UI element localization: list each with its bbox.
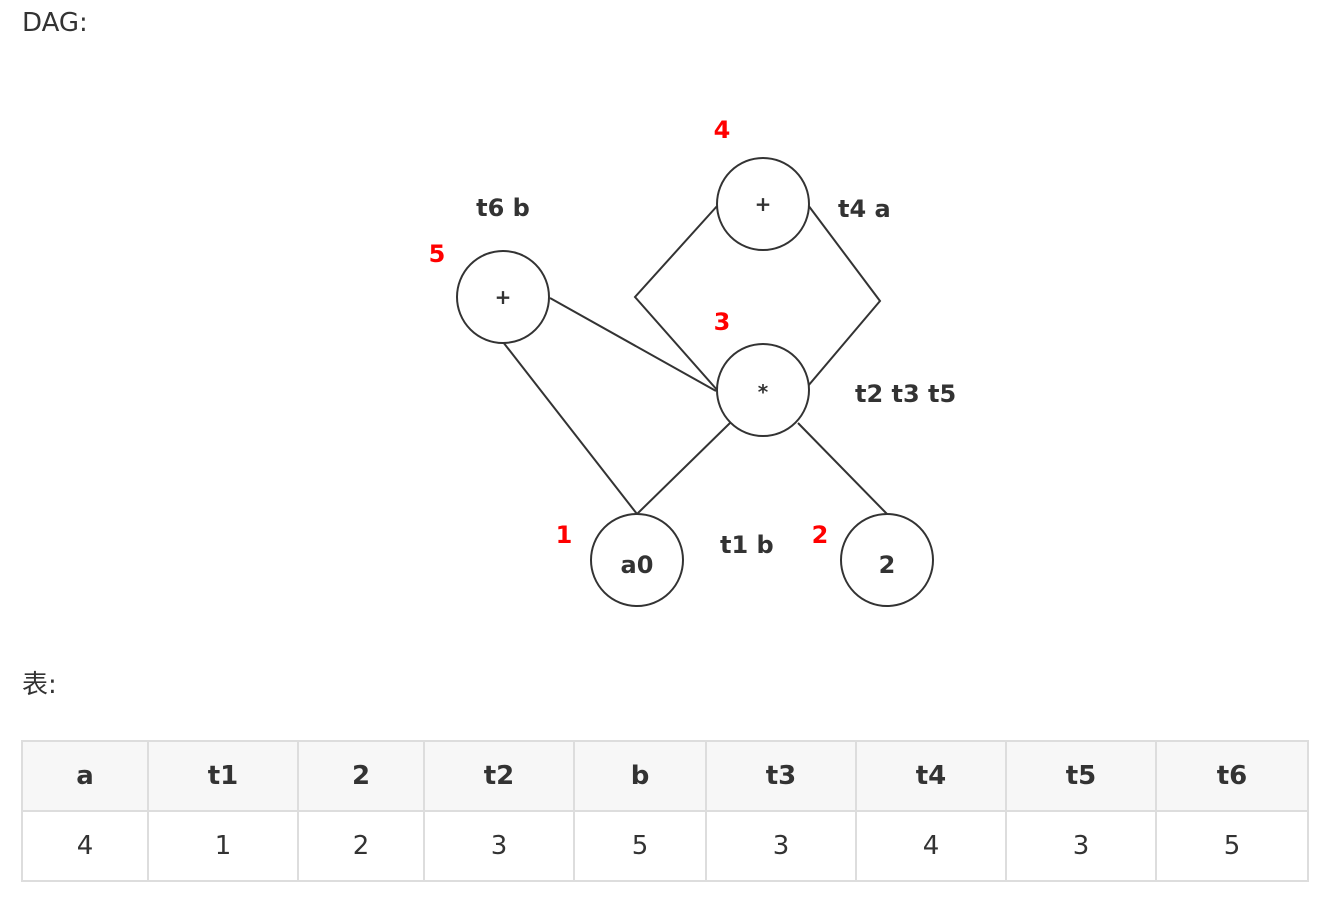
table-header-cell: b [573, 740, 707, 812]
edge-mult-to-a0 [636, 422, 731, 515]
dag-node-mult: * 3 t2 t3 t5 [714, 308, 956, 437]
node-number: 5 [429, 240, 446, 268]
dag-node-a0: a0 1 t1 b [556, 513, 774, 607]
table-heading: 表: [22, 670, 57, 700]
dag-node-2: 2 2 [812, 513, 934, 607]
dag-node-plus-top: + 4 t4 a [714, 116, 891, 251]
edge-plus-top-to-mult-right [807, 204, 882, 387]
table-header-cell: t6 [1155, 740, 1309, 812]
edge-mult-to-2 [797, 422, 888, 515]
node-table-wrapper: a t1 2 t2 b t3 t4 t5 t6 4 1 2 3 5 3 4 3 [21, 740, 1309, 882]
node-number: 3 [714, 308, 731, 336]
edge-plus-left-to-a0 [502, 341, 638, 515]
table-cell: 3 [1005, 810, 1157, 882]
node-symbol: + [495, 285, 512, 309]
table-cell: 4 [855, 810, 1007, 882]
table-header-row: a t1 2 t2 b t3 t4 t5 t6 [21, 740, 1309, 812]
edge-plus-left-to-mult [549, 297, 717, 392]
node-symbol: a0 [621, 551, 654, 579]
node-circle [716, 157, 810, 251]
table-header-cell: t4 [855, 740, 1007, 812]
node-symbol: + [755, 192, 772, 216]
table-header-cell: t3 [705, 740, 857, 812]
table-header-cell: t1 [147, 740, 299, 812]
node-circle [716, 343, 810, 437]
node-vars: t6 b [476, 194, 530, 222]
table-cell: 4 [21, 810, 149, 882]
table-header-cell: t2 [423, 740, 575, 812]
table-cell: 3 [423, 810, 575, 882]
table-header-cell: t5 [1005, 740, 1157, 812]
node-number: 2 [812, 521, 829, 549]
node-circle [590, 513, 684, 607]
node-number: 1 [556, 521, 573, 549]
table-header-cell: a [21, 740, 149, 812]
table-cell: 3 [705, 810, 857, 882]
dag-node-plus-left: + 5 t6 b [429, 194, 550, 344]
table-header-cell: 2 [297, 740, 425, 812]
node-table: a t1 2 t2 b t3 t4 t5 t6 4 1 2 3 5 3 4 3 [21, 740, 1309, 882]
table-row: 4 1 2 3 5 3 4 3 5 [21, 810, 1309, 882]
node-vars: t4 a [838, 195, 891, 223]
dag-heading: DAG: [22, 8, 88, 38]
table-cell: 5 [1155, 810, 1309, 882]
node-vars: t2 t3 t5 [855, 380, 956, 408]
edge-plus-top-to-mult-left [633, 204, 719, 392]
dag-diagram: + 4 t4 a + 5 t6 b * 3 t2 t3 t5 a0 1 t1 b… [429, 116, 956, 607]
node-symbol: 2 [879, 551, 896, 579]
table-cell: 2 [297, 810, 425, 882]
dag-edges [502, 204, 888, 515]
table-cell: 5 [573, 810, 707, 882]
node-symbol: * [758, 380, 769, 404]
node-circle [456, 250, 550, 344]
node-circle [840, 513, 934, 607]
table-cell: 1 [147, 810, 299, 882]
node-vars: t1 b [720, 531, 774, 559]
node-number: 4 [714, 116, 731, 144]
